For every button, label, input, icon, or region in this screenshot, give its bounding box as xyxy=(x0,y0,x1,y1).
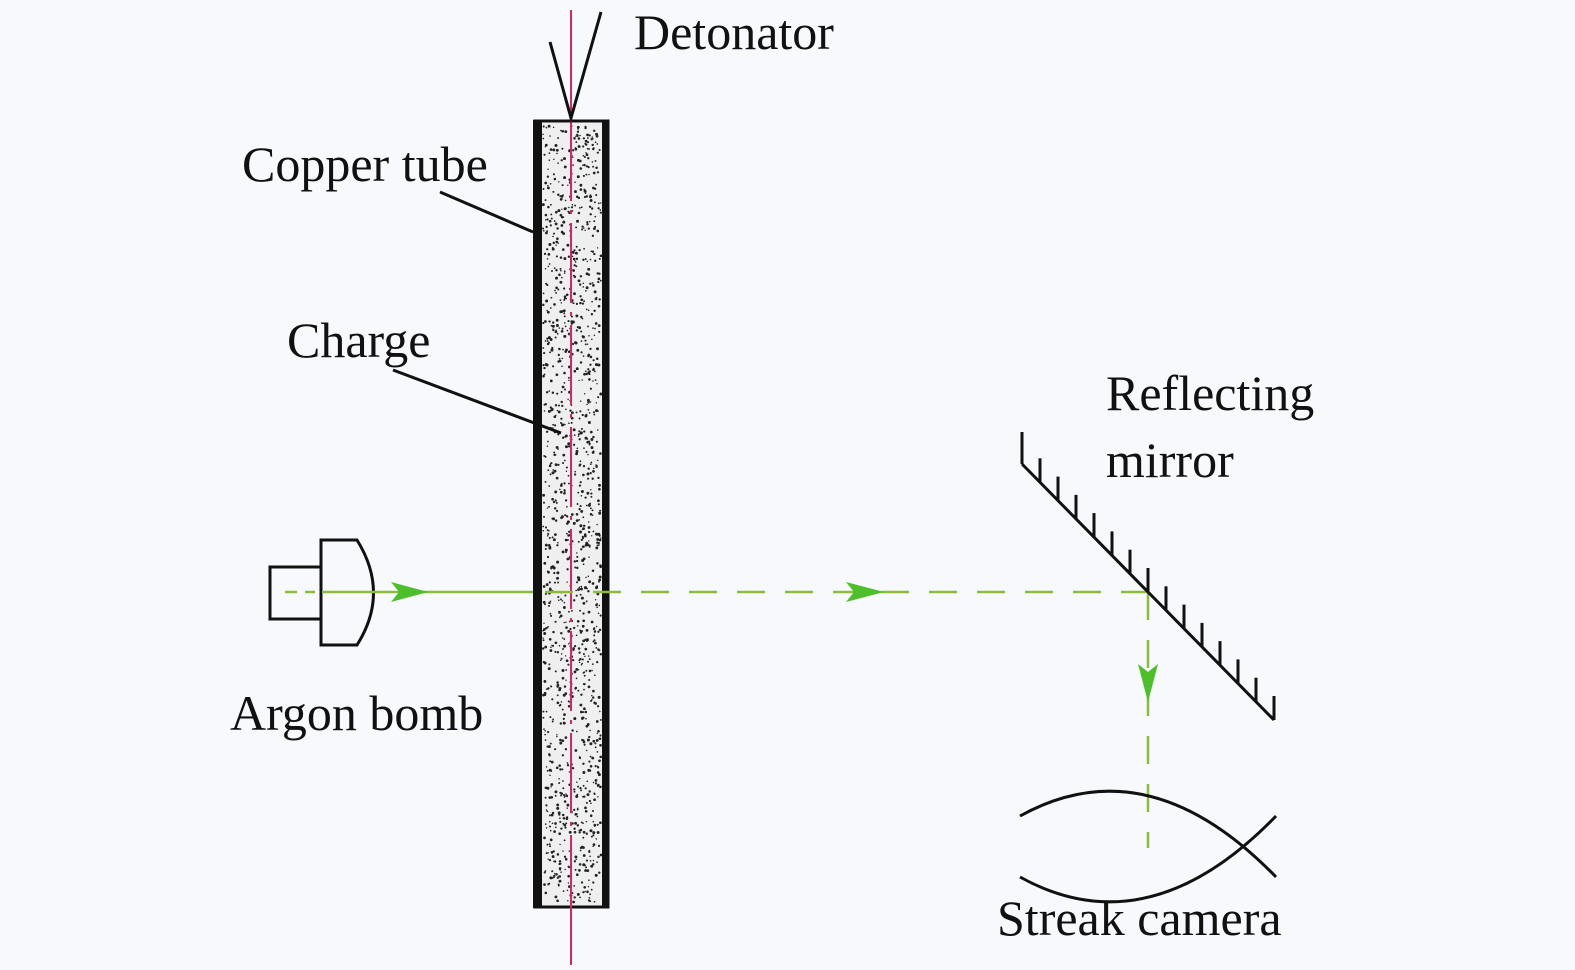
streak-camera-lens xyxy=(1019,789,1278,904)
detonator-label: Detonator xyxy=(634,4,834,60)
beam-arrow-down xyxy=(1138,664,1158,702)
beam-arrow-2 xyxy=(846,582,884,602)
charge-leader xyxy=(392,368,562,435)
copper-tube-label: Copper tube xyxy=(242,136,488,192)
copper-tube-wall-right xyxy=(602,120,609,908)
beam-arrow-1 xyxy=(391,582,428,602)
charge-label: Charge xyxy=(287,312,431,368)
reflecting-mirror-label-line1: Reflecting xyxy=(1106,365,1315,421)
detonator-leads xyxy=(548,11,603,124)
argon-bomb-label: Argon bomb xyxy=(230,685,484,741)
copper-tube-leader xyxy=(439,190,534,234)
reflecting-mirror-symbol xyxy=(1020,432,1276,722)
reflecting-mirror-label-line2: mirror xyxy=(1106,432,1234,488)
streak-camera-label: Streak camera xyxy=(997,890,1282,946)
argon-bomb-symbol xyxy=(268,538,375,647)
copper-tube-wall-left xyxy=(533,120,542,908)
